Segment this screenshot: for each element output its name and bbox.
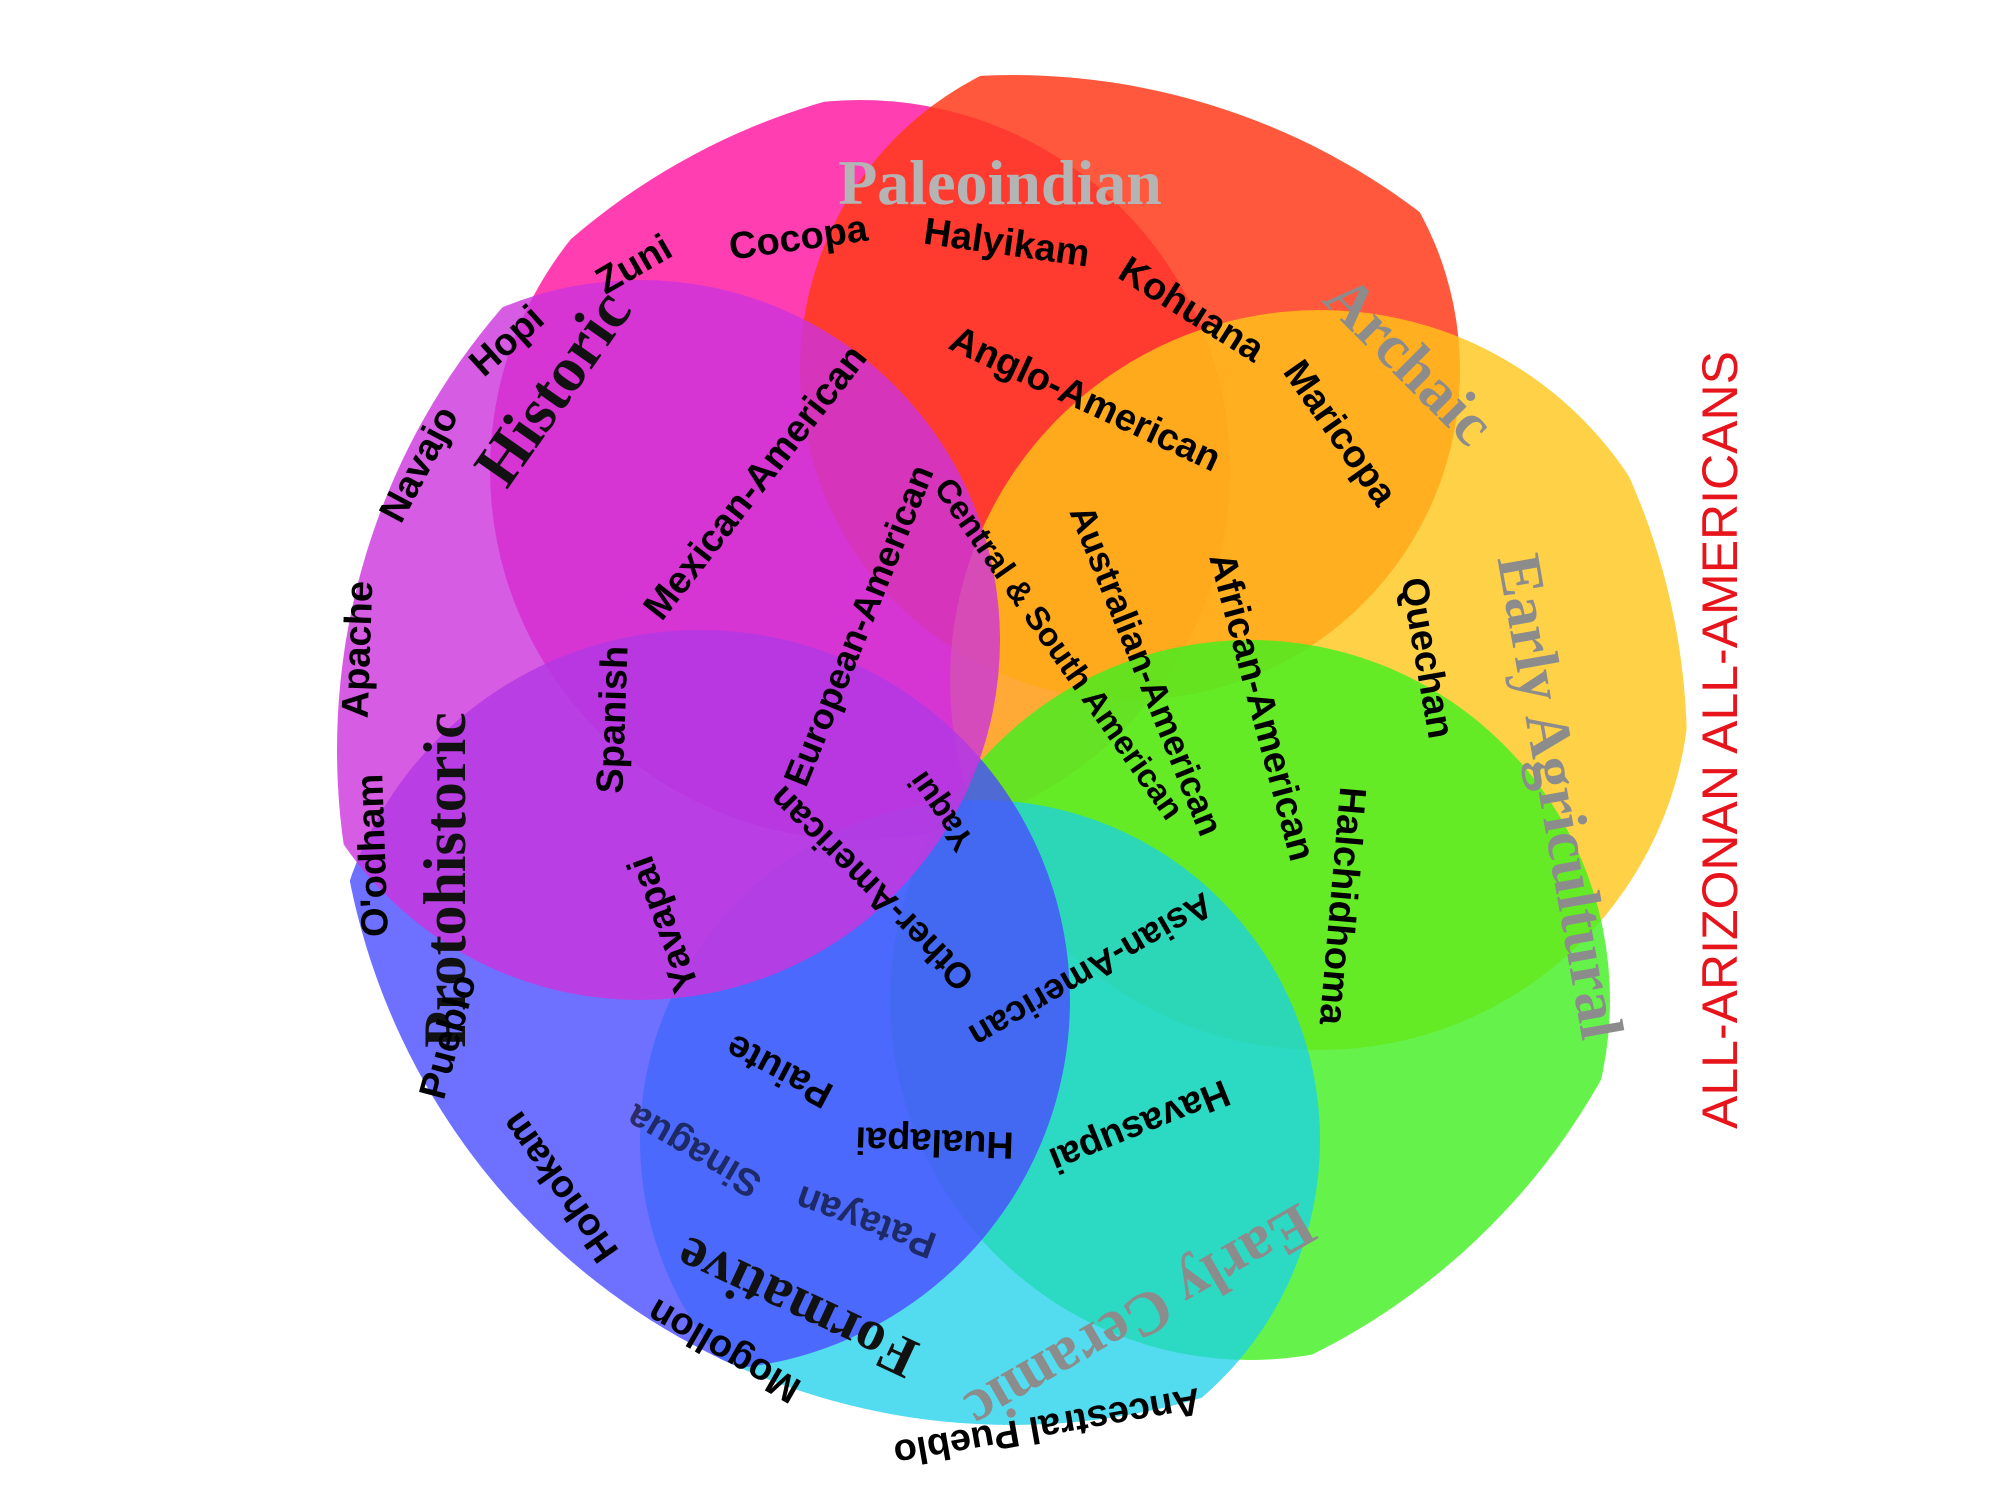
group-oodham: O'odham: [349, 773, 397, 938]
diagram-title: ALL-ARIZONAN ALL-AMERICANS: [1692, 351, 1748, 1129]
group-apache: Apache: [335, 580, 382, 719]
lobe-historic: [337, 280, 1000, 1000]
period-lobes: [337, 75, 1687, 1425]
group-hualapai: Hualapai: [855, 1118, 1015, 1166]
period-label-protohistoric: Protohistoric: [412, 712, 478, 1047]
group-spanish: Spanish: [589, 645, 636, 794]
period-label-paleoindian: Paleoindian: [838, 147, 1162, 218]
